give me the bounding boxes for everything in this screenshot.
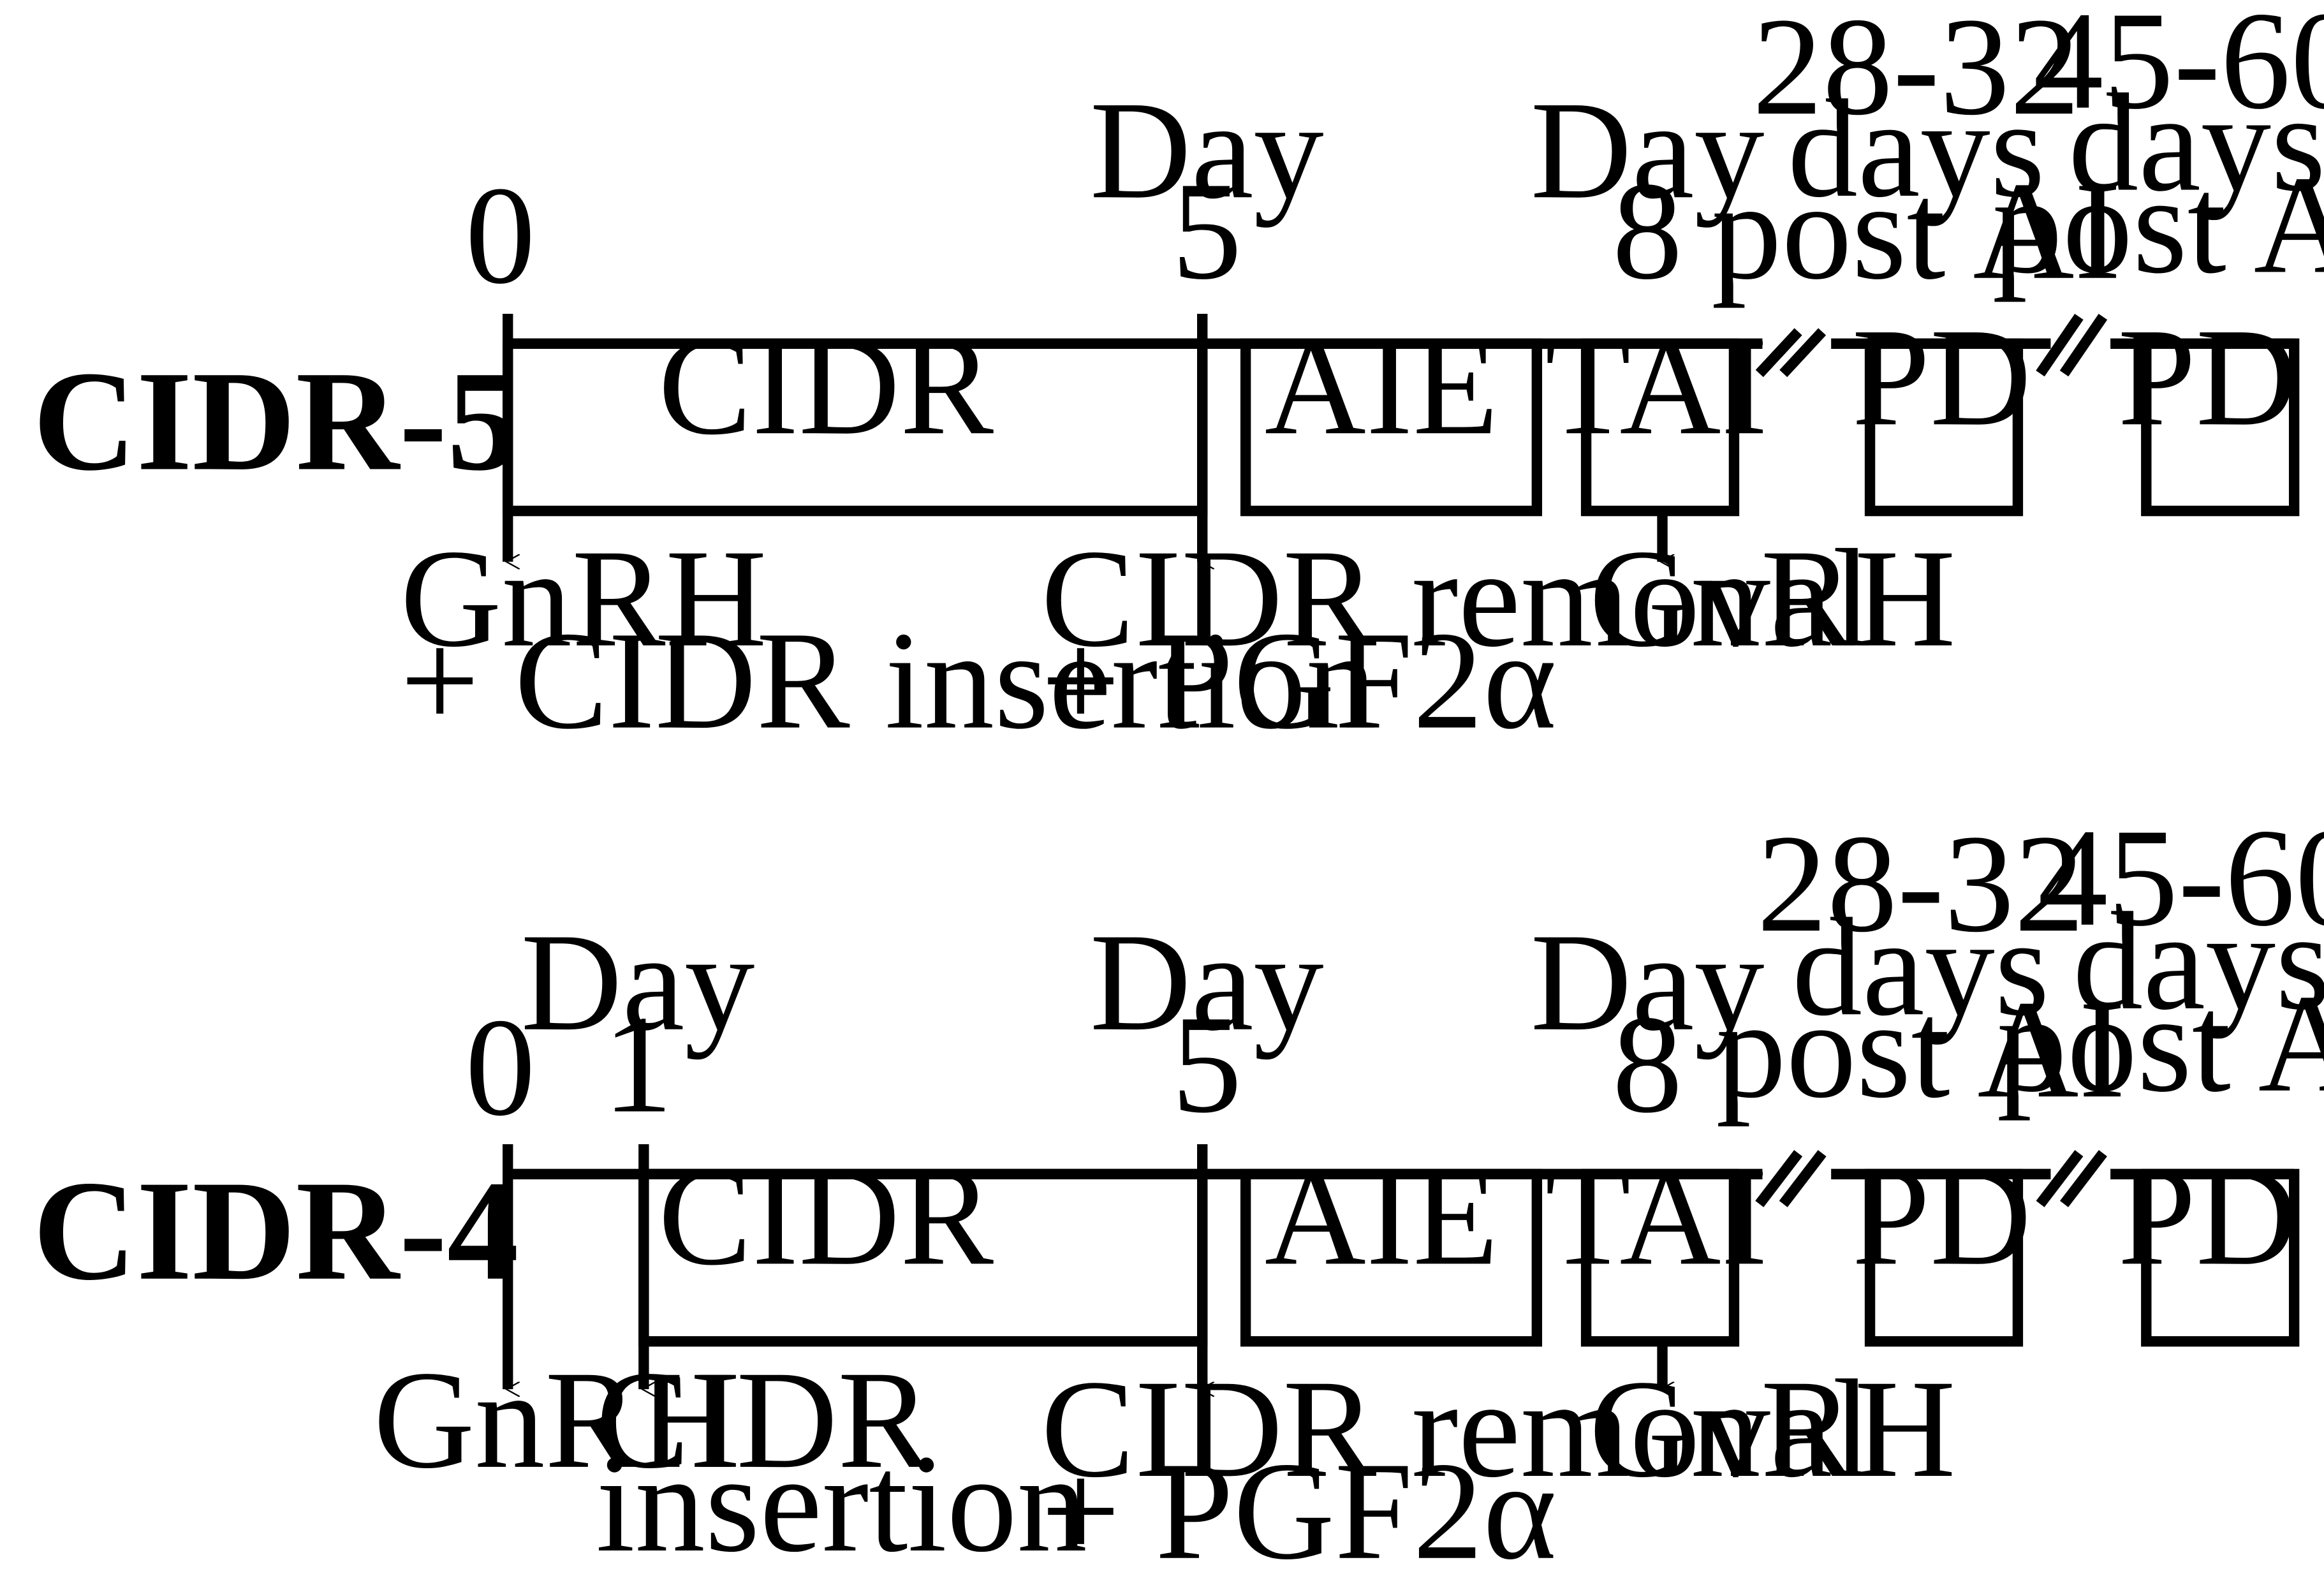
event-day5-line1: CIDR removal	[1041, 1351, 1871, 1506]
pd2-box-label: PD	[2118, 299, 2297, 455]
aie-box	[1240, 1168, 1543, 1347]
pd1-box	[1864, 338, 2024, 517]
protocol-cidr5: CIDR-5 0 Day 5 Day 8 28-32 days post AI …	[33, 0, 2324, 758]
day5-label-top: Day	[1090, 72, 1324, 228]
day5-label-bottom: 5	[1172, 153, 1242, 309]
day5-label-top: Day	[1090, 904, 1324, 1060]
timeline-break-mark	[1779, 1150, 1827, 1207]
tai-box-label: TAI	[1545, 308, 1768, 464]
tai-box-label: TAI	[1545, 1138, 1768, 1294]
pd1-label-days: days	[1788, 71, 2045, 226]
pd1-label-post: post AI	[1712, 153, 2121, 309]
pd2-label-days: days	[2073, 883, 2324, 1039]
pd2-label-days: days	[2068, 65, 2324, 221]
cidr-box-label: CIDR	[658, 308, 994, 464]
pd1-box-label: PD	[1852, 299, 2031, 455]
aie-box-label: AIE	[1265, 1138, 1499, 1294]
pd2-box	[2141, 1168, 2300, 1347]
pd2-label-range: 45-60	[2038, 800, 2324, 955]
event-day5-line2: + PGF2α	[1041, 1433, 1556, 1576]
timeline-break-mark	[2036, 1150, 2084, 1207]
aie-box-label: AIE	[1265, 308, 1499, 464]
protocol-cidr4: CIDR-4 0 Day 1 Day 5 Day 8 28-32 days po…	[33, 800, 2324, 1576]
pd2-box-label: PD	[2118, 1138, 2297, 1294]
protocol-label-cidr4: CIDR-4	[33, 1151, 519, 1310]
timeline-break-mark	[2059, 1150, 2107, 1207]
timeline-break-mark	[1755, 1150, 1803, 1207]
pd1-label-post: post AI	[1716, 971, 2126, 1127]
pd1-box	[1864, 1168, 2024, 1347]
timeline-break-mark	[1779, 328, 1827, 378]
day8-label-top: Day	[1531, 904, 1765, 1060]
protocol-label-cidr5: CIDR-5	[33, 342, 519, 501]
event-cidr-insert-line2: insertion	[596, 1425, 1087, 1576]
pd2-label-post: post AI	[1992, 147, 2324, 302]
event-day5-line2: + PGF2α	[1041, 603, 1556, 758]
pd1-label-days: days	[1792, 889, 2050, 1045]
day8-label-bottom: 8	[1612, 987, 1682, 1142]
event-gnrh-day0: GnRH	[373, 1342, 740, 1498]
timeline-break-mark	[1755, 328, 1802, 378]
day8-label-top: Day	[1531, 72, 1765, 228]
event-gnrh-day8: GnRH	[1589, 520, 1956, 676]
event-cidr-insert-line1: CIDR	[596, 1342, 931, 1498]
pd2-label-range: 45-60	[2033, 0, 2324, 138]
timeline-break-mark	[2059, 314, 2108, 377]
pd1-label-range: 28-32	[1757, 806, 2085, 961]
pd1-box-label: PD	[1852, 1138, 2031, 1294]
day8-label-bottom: 8	[1612, 153, 1682, 309]
aie-box	[1240, 338, 1543, 517]
cidr-box-label: CIDR	[658, 1138, 994, 1294]
event-day5-line1: CIDR removal	[1041, 520, 1871, 676]
day5-label-bottom: 5	[1172, 987, 1242, 1142]
event-gnrh-day0-line2: + CIDR insertion	[401, 603, 1376, 758]
day1-label-top: Day	[521, 904, 755, 1060]
event-gnrh-day8: GnRH	[1589, 1351, 1956, 1506]
event-gnrh-day0-line1: GnRH	[401, 520, 767, 676]
timeline-break-mark	[2036, 314, 2084, 377]
pd2-box	[2141, 338, 2300, 517]
day1-label-bottom: 1	[603, 987, 673, 1142]
pd1-label-range: 28-32	[1753, 0, 2080, 144]
pd2-label-post: post AI	[1997, 966, 2324, 1121]
day0-label: 0	[466, 158, 536, 313]
day0-label: 0	[466, 989, 536, 1145]
cidr-box	[503, 338, 1208, 517]
